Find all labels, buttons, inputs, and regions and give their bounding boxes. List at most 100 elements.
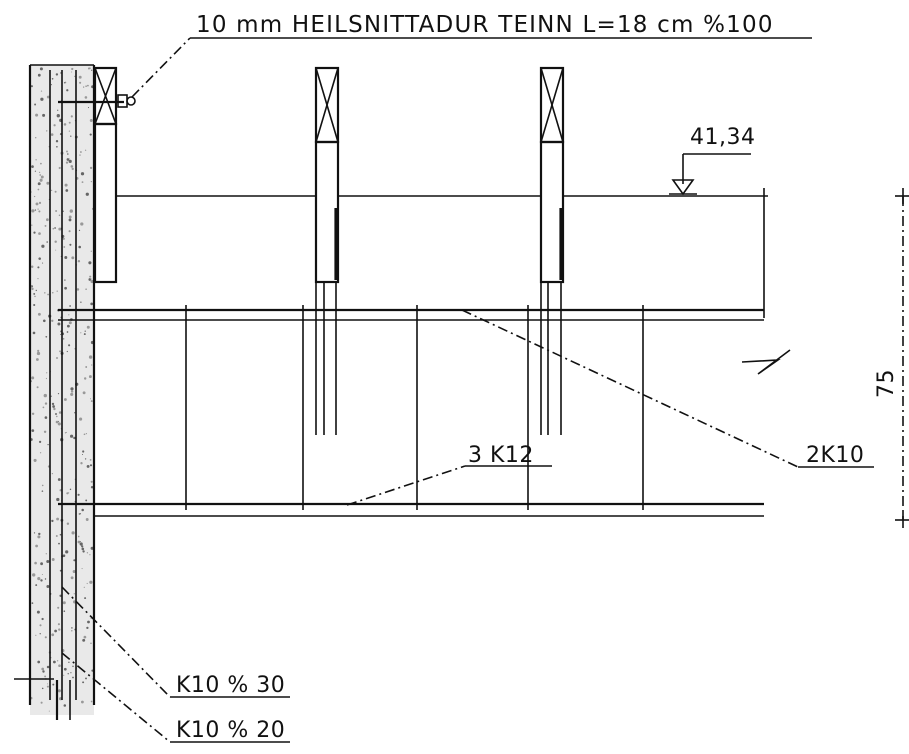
hatch-dot: [83, 377, 87, 380]
hatch-dot: [31, 209, 35, 213]
break-symbol: [741, 349, 791, 375]
hatch-dot: [77, 259, 81, 263]
hatch-dot: [90, 250, 92, 252]
hatch-dot: [66, 158, 70, 161]
hatch-dot: [37, 73, 41, 77]
height-dimension-label: 75: [874, 369, 899, 398]
hatch-dot: [63, 398, 67, 401]
hatch-dot: [37, 660, 41, 664]
hatch-dot: [56, 114, 60, 118]
hatch-dot: [64, 286, 67, 290]
hatch-dot: [34, 136, 37, 139]
hatch-dot: [52, 405, 55, 408]
hanger-bars: [315, 282, 562, 435]
hatch-dot: [31, 412, 35, 416]
hatch-dot: [86, 552, 89, 554]
hatch-dot: [70, 672, 72, 674]
hatch-dot: [83, 433, 86, 436]
concrete-hatch: [29, 67, 95, 712]
hatch-dot: [44, 224, 47, 227]
hatch-dot: [30, 85, 33, 88]
hatch-dot: [46, 585, 50, 588]
hatch-dot: [58, 542, 60, 545]
hatch-dot: [68, 159, 72, 163]
hatch-dot: [67, 492, 70, 494]
hatch-dot: [64, 432, 67, 434]
hatch-dot: [59, 489, 62, 492]
hatch-dot: [32, 331, 36, 335]
hatch-dot: [87, 620, 90, 624]
hatch-dot: [35, 584, 38, 587]
hatch-dot: [34, 103, 37, 106]
hatch-dot: [90, 700, 93, 703]
hatch-dot: [65, 431, 68, 433]
hatch-dot: [72, 665, 74, 668]
hatch-dot: [65, 550, 69, 554]
hatch-dot: [57, 623, 60, 626]
hatch-dot: [40, 162, 42, 165]
hatch-dot: [44, 675, 47, 678]
hatch-dot: [81, 547, 85, 551]
hatch-dot: [42, 670, 45, 673]
top-longitudinal-bars: [58, 308, 764, 321]
hatch-dot: [51, 77, 54, 80]
hatch-dot: [37, 182, 41, 186]
hatch-dot: [55, 413, 57, 415]
hatch-dot: [57, 109, 59, 111]
hatch-dot: [37, 312, 41, 316]
hatch-dot: [30, 265, 34, 269]
hatch-dot: [79, 154, 81, 156]
hatch-dot: [51, 519, 54, 523]
hatch-dot: [46, 95, 50, 99]
hatch-dot: [51, 319, 54, 322]
hatch-dot: [58, 628, 61, 631]
hatch-dot: [68, 321, 72, 325]
hatch-dot: [35, 289, 37, 292]
hatch-dot: [31, 602, 34, 604]
hatch-dot: [68, 661, 70, 664]
hatch-dot: [58, 664, 61, 667]
hatch-dot: [46, 181, 50, 185]
timber-block-right: [539, 66, 565, 284]
hatch-dot: [57, 478, 61, 481]
hatch-dot: [66, 350, 68, 353]
hatch-dot: [35, 358, 39, 361]
hatch-dot: [68, 314, 70, 316]
hatch-dot: [35, 202, 39, 206]
hatch-dot: [69, 305, 71, 307]
hatch-dot: [57, 393, 60, 395]
hatch-dot: [57, 420, 60, 422]
hatch-dot: [57, 322, 61, 326]
hatch-dot: [90, 302, 94, 306]
hatch-dot: [56, 497, 60, 502]
hatch-dot: [39, 633, 41, 635]
hatch-dot: [90, 278, 92, 280]
elevation-label: 41,34: [690, 125, 755, 150]
hatch-dot: [44, 416, 48, 419]
hatch-dot: [70, 387, 74, 391]
hatch-dot: [90, 400, 93, 403]
hatch-dot: [91, 364, 93, 366]
hatch-dot: [81, 568, 83, 570]
hatch-dot: [41, 484, 44, 487]
hatch-dot: [41, 244, 45, 248]
hatch-dot: [58, 214, 61, 217]
hatch-dot: [56, 415, 58, 418]
hatch-dot: [38, 201, 42, 204]
top-note-leader: [131, 37, 812, 98]
hatch-dot: [57, 422, 61, 426]
hatch-dot: [85, 518, 89, 521]
beam-top-line: [116, 188, 768, 318]
hatch-dot: [38, 532, 41, 536]
hatch-dot: [58, 166, 61, 170]
hatch-dot: [82, 450, 85, 453]
hatch-dot: [90, 480, 93, 483]
hatch-dot: [69, 243, 72, 246]
hatch-dot: [86, 84, 89, 87]
hatch-dot: [83, 86, 85, 88]
hatch-dot: [41, 617, 44, 621]
hatch-dot: [68, 130, 71, 132]
hatch-dot: [84, 330, 86, 332]
bar-k10-20-leader: [61, 652, 290, 743]
bar-3k12-leader: [346, 465, 552, 506]
